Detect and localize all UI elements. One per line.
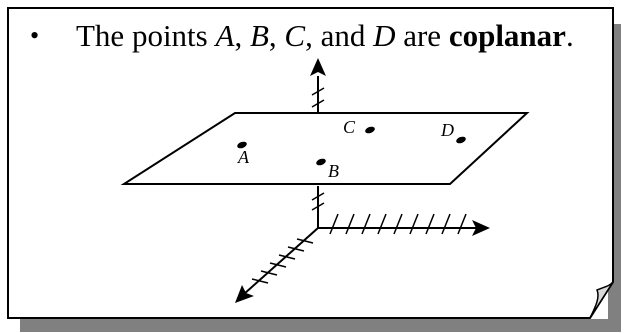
caption-point-a: A xyxy=(215,18,235,53)
caption-middle: are xyxy=(395,18,449,53)
y-axis xyxy=(243,227,319,295)
point-a-dot xyxy=(237,141,247,149)
point-c-dot xyxy=(365,126,375,134)
z-axis-upper-tick xyxy=(311,99,325,108)
plane xyxy=(120,112,530,185)
caption-term: coplanar xyxy=(448,18,566,53)
point-c-label: C xyxy=(343,117,356,137)
z-axis-arrowhead xyxy=(310,58,326,76)
caption-end: . xyxy=(565,18,574,53)
caption-prefix: The points xyxy=(76,18,216,53)
x-axis-ticks xyxy=(329,213,467,235)
point-a-label: A xyxy=(237,147,250,167)
bullet: • xyxy=(30,21,40,50)
caption: • The points A, B, C, and D are coplanar. xyxy=(30,18,620,54)
caption-point-d: D xyxy=(373,18,396,53)
point-b-label: B xyxy=(328,161,339,181)
caption-sep: , and xyxy=(305,18,374,53)
z-axis-lower-tick xyxy=(311,202,325,211)
y-axis-ticks xyxy=(251,238,314,284)
x-axis-arrowhead xyxy=(472,220,490,236)
y-axis-arrowhead xyxy=(235,285,254,303)
caption-sep: , xyxy=(234,18,250,53)
point-d-dot xyxy=(456,136,466,144)
z-axis-upper-tick xyxy=(311,87,325,96)
point-d-label: D xyxy=(440,120,454,140)
point-b-dot xyxy=(316,158,326,166)
card-curl xyxy=(589,281,614,319)
caption-point-c: C xyxy=(284,18,306,53)
z-axis-lower-tick xyxy=(311,192,325,201)
caption-sep: , xyxy=(268,18,285,53)
caption-point-b: B xyxy=(249,18,269,53)
